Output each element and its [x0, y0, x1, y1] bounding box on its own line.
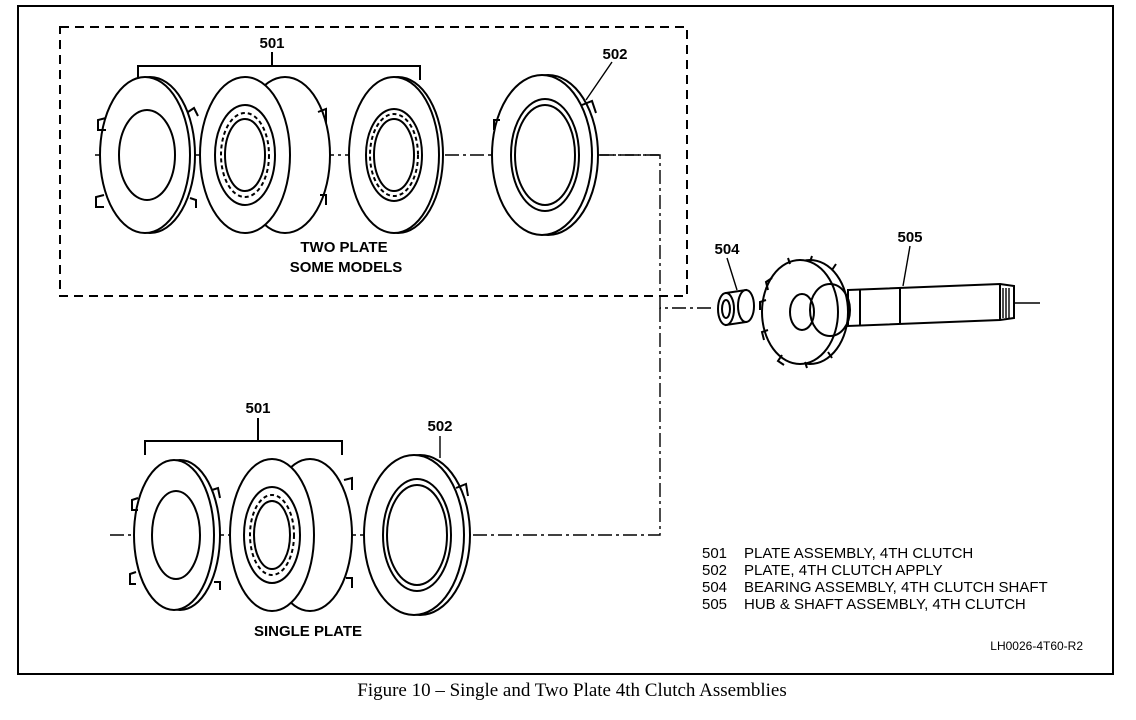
callout-504: 504 — [714, 241, 740, 258]
friction-plate-bottom — [229, 458, 353, 612]
callout-502-bottom: 502 — [427, 418, 452, 435]
legend-num-4: 505 — [702, 596, 727, 613]
callout-501-bottom: 501 — [245, 400, 270, 417]
legend-text-4: HUB & SHAFT ASSEMBLY, 4TH CLUTCH — [744, 596, 1026, 613]
legend-text-3: BEARING ASSEMBLY, 4TH CLUTCH SHAFT — [744, 579, 1048, 596]
legend-num-3: 504 — [702, 579, 727, 596]
legend-num-1: 501 — [702, 545, 727, 562]
callout-501-top: 501 — [259, 35, 284, 52]
callout-502-top: 502 — [602, 46, 627, 63]
parts-legend: 501 PLATE ASSEMBLY, 4TH CLUTCH 502 PLATE… — [702, 545, 1048, 613]
two-plate-label-line1: TWO PLATE — [300, 239, 387, 256]
single-plate-label: SINGLE PLATE — [254, 623, 362, 640]
hub-and-shaft-assembly: 505 — [759, 229, 1015, 369]
legend-text-2: PLATE, 4TH CLUTCH APPLY — [744, 562, 943, 579]
figure-frame — [17, 5, 1114, 675]
bracket-501-bottom — [144, 418, 343, 455]
drawing-code: LH0026-4T60-R2 — [990, 639, 1083, 653]
two-plate-dashed-box — [59, 26, 688, 297]
figure-caption: Figure 10 – Single and Two Plate 4th Clu… — [357, 680, 787, 701]
legend-text-1: PLATE ASSEMBLY, 4TH CLUTCH — [744, 545, 973, 562]
apply-plate-bottom — [363, 436, 471, 616]
friction-plate-top-single — [348, 76, 444, 234]
steel-plate-bottom — [129, 459, 221, 611]
two-plate-group: 501 502 TWO PLATE SOME MODELS — [95, 35, 628, 276]
bracket-501-top — [137, 52, 421, 80]
callout-505: 505 — [897, 229, 922, 246]
single-plate-group: 501 502 SINGLE PLATE — [129, 400, 471, 640]
bearing-assembly: 504 — [714, 241, 755, 327]
two-plate-label-line2: SOME MODELS — [290, 259, 403, 276]
friction-plate-top-double — [199, 76, 331, 234]
steel-plate-top — [95, 76, 199, 234]
apply-plate-top — [491, 61, 613, 236]
legend-num-2: 502 — [702, 562, 727, 579]
